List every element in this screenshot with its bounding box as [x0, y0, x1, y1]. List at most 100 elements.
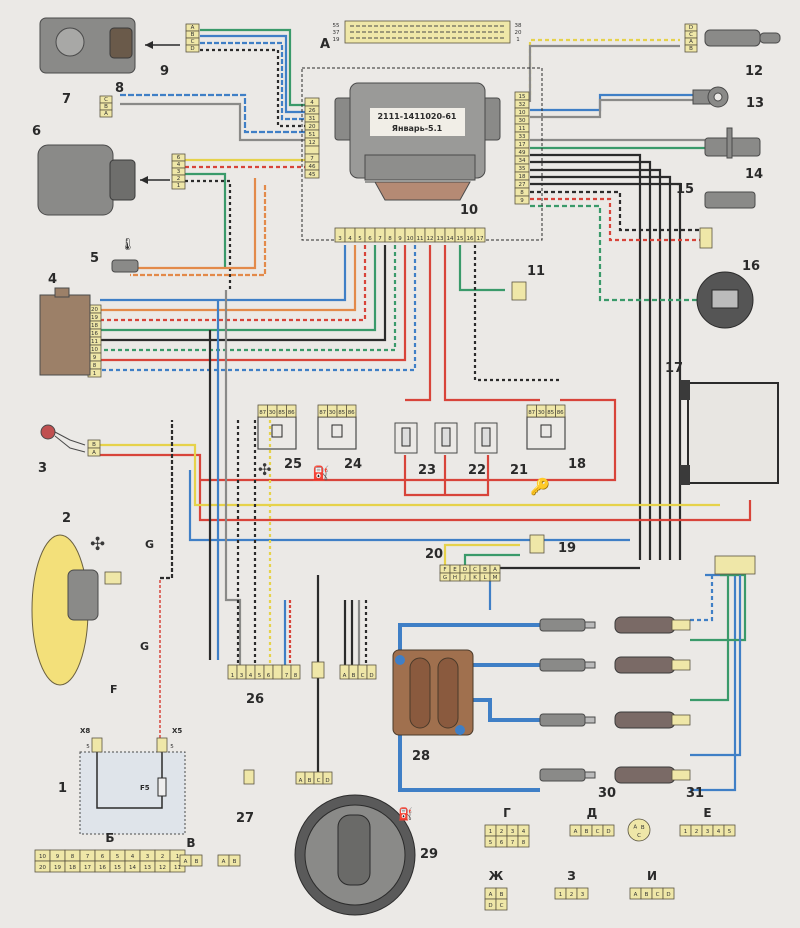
relay-pin-label: 86 [557, 410, 564, 416]
connector-pin [366, 664, 377, 680]
connector-20-top [439, 564, 501, 574]
callout-12: 12 [745, 64, 763, 79]
wire [100, 245, 407, 362]
wire [403, 455, 440, 497]
wire [200, 34, 305, 114]
pin-label: 18 [519, 174, 526, 180]
legend-pin-label: A [222, 859, 226, 865]
thermometer-icon: 🌡 [120, 237, 135, 251]
pin-label: 7 [378, 236, 382, 242]
ignition-coil-body [392, 649, 474, 736]
legend-pin-label: C [656, 892, 660, 898]
injector-connector [714, 555, 756, 575]
ecu-model: Январь-5.1 [392, 124, 443, 133]
connector-12 [684, 23, 698, 53]
oxygen-sensor-body [704, 29, 761, 47]
ht-terminal [395, 655, 405, 665]
spark-plug [539, 713, 586, 727]
pin-label: 13 [437, 236, 444, 242]
fuse [481, 427, 491, 447]
legend-pin-label: 7 [511, 840, 515, 846]
injector-plug [671, 619, 691, 631]
connector-27 [243, 769, 255, 785]
connector-pin [185, 44, 200, 53]
pin-mark: 38 [515, 23, 522, 29]
relay-pin-label: 30 [269, 410, 276, 416]
legend-pin-label: 13 [144, 865, 151, 871]
ecu-connector-right [514, 91, 530, 205]
key-icon: 🔑 [530, 477, 550, 496]
pin-label: 3 [240, 673, 244, 679]
legend-pin-label: 18 [69, 865, 76, 871]
connector-4 [87, 304, 102, 378]
pin-label: 14 [447, 236, 454, 242]
fan-connector [104, 571, 122, 585]
pin-label: 8 [294, 673, 298, 679]
fuses [394, 422, 498, 454]
fuse-f5 [157, 777, 167, 797]
callout-28: 28 [412, 749, 430, 764]
wire [100, 443, 720, 507]
wire [100, 245, 397, 352]
legend-pin-label: A [489, 892, 493, 898]
pin-label: C [473, 567, 477, 573]
callout-20: 20 [425, 547, 443, 562]
wire [443, 245, 540, 402]
pin-label: B [483, 567, 487, 573]
callout-30: 30 [598, 786, 616, 801]
injector-plug [671, 659, 691, 671]
immobilizer [696, 271, 754, 329]
wires [100, 28, 752, 792]
relay-coil [331, 424, 343, 438]
ecu-label-plate [370, 108, 465, 136]
pin-label: 27 [519, 182, 526, 188]
pin-label: J [463, 575, 466, 581]
legend-pin-label: 8 [71, 854, 75, 860]
wire [530, 175, 672, 560]
legend-pin-label: D [606, 829, 610, 835]
legend-pin-label: 3 [581, 892, 585, 898]
wire [200, 48, 305, 128]
mass-air-flow-sensor [37, 144, 170, 216]
pin-label: 45 [309, 172, 316, 178]
legend-letter: Г [503, 806, 511, 820]
pin-label: A [92, 450, 96, 456]
connector-legend [34, 818, 736, 911]
relay-pin-label: 87 [259, 410, 266, 416]
wire [690, 575, 714, 622]
legend-pin [517, 835, 530, 848]
connector-pin [304, 169, 320, 179]
pin-label: 12 [427, 236, 434, 242]
legend-pin-label: 17 [84, 865, 91, 871]
wire [530, 153, 642, 560]
wire [530, 182, 682, 560]
legend-pin-label: B [500, 892, 504, 898]
wire [690, 575, 730, 702]
pin-label: 30 [519, 118, 526, 124]
legend-pin [723, 824, 736, 837]
fan-motor [67, 569, 99, 621]
pin-label: 7 [310, 156, 314, 162]
callout-31: 31 [686, 786, 704, 801]
legend-pin-label: 7 [86, 854, 90, 860]
pin-label: B [689, 46, 693, 52]
callout-24: 24 [344, 457, 362, 472]
callout-4: 4 [48, 272, 57, 287]
pin-label: 4 [348, 236, 352, 242]
fuel-injector [614, 711, 676, 729]
pin-label: B [191, 32, 195, 38]
pin-label: B [104, 104, 108, 110]
pin-mark: 20 [515, 30, 522, 36]
connector-pin [322, 771, 333, 785]
wire [100, 245, 377, 332]
wire [690, 573, 747, 642]
crank-sensor-flange [726, 127, 733, 159]
pin-label: 10 [407, 236, 414, 242]
pin-label: 20 [309, 124, 316, 130]
ht-terminal [455, 725, 465, 735]
legend-pin-label: 4 [131, 854, 135, 860]
terminal-x8-label: X8 [80, 727, 90, 735]
legend-pin-label: B [233, 859, 237, 865]
relay-pin-label: 87 [528, 410, 535, 416]
wire [130, 185, 267, 277]
